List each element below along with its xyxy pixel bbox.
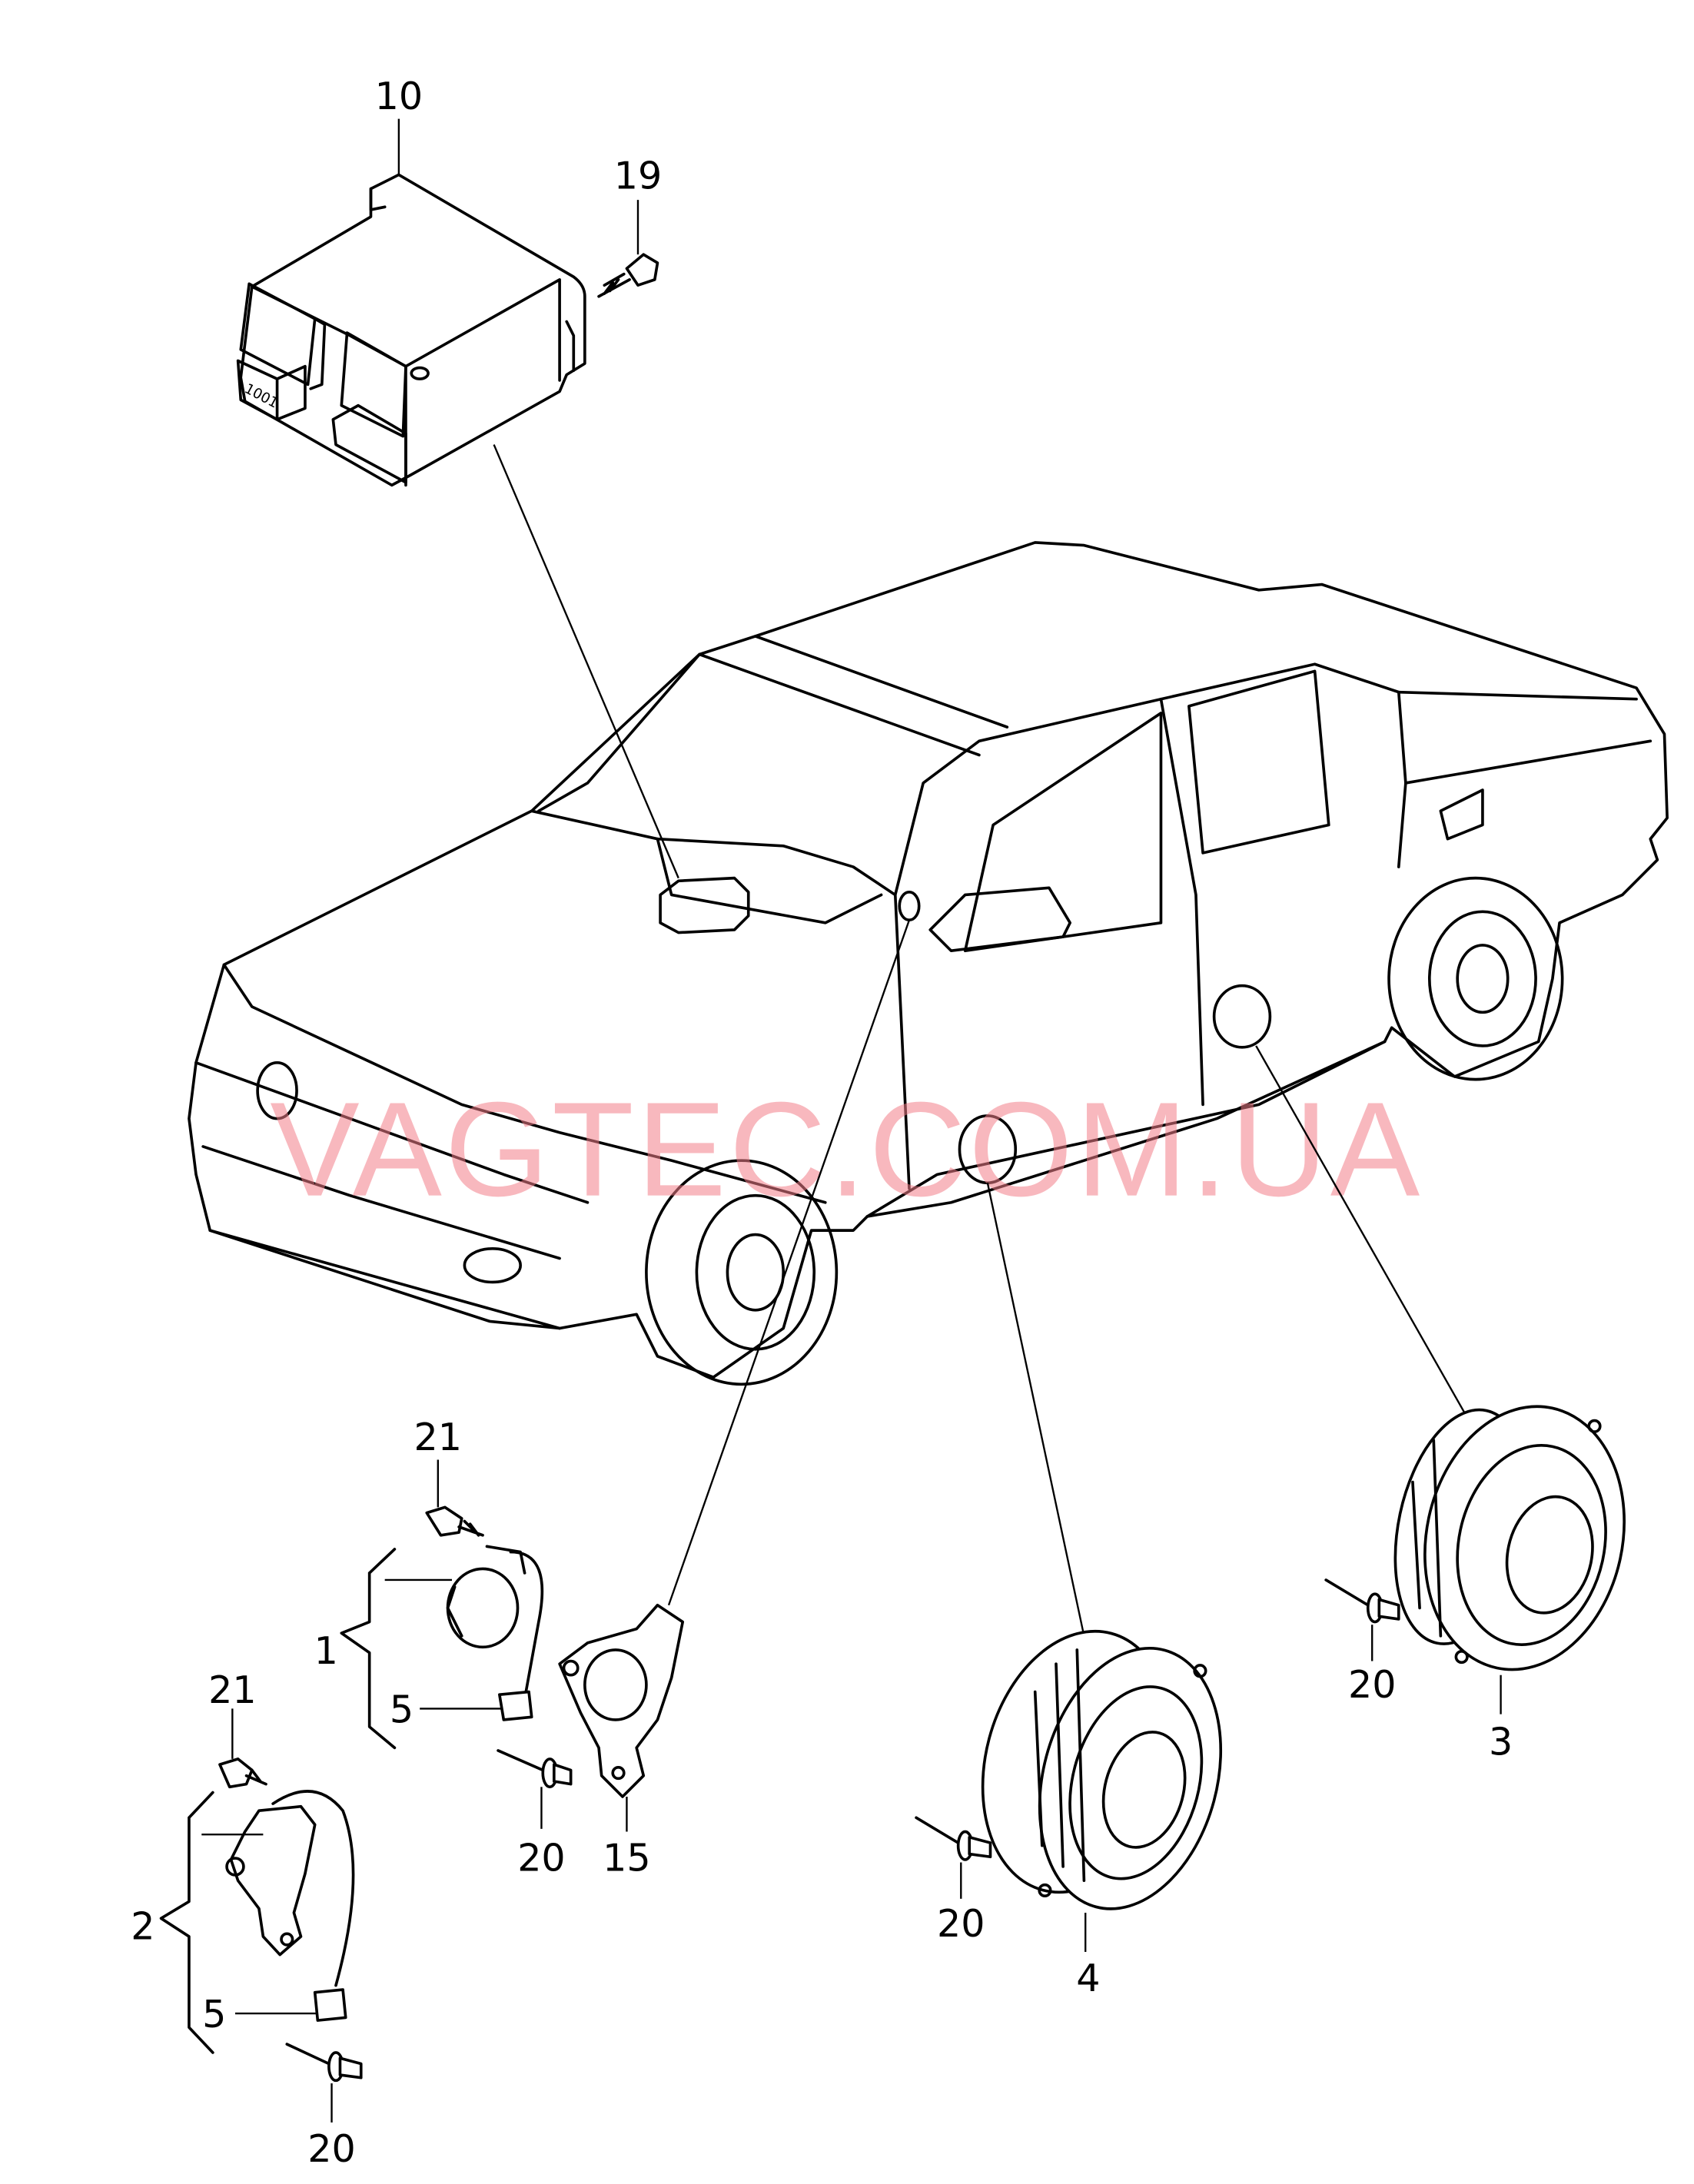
bracket-15-drawing[interactable]: [558, 1603, 685, 1832]
watermark: VAGTEC.COM.UA: [270, 1075, 1423, 1225]
callout-4[interactable]: 4: [1076, 1956, 1100, 2000]
callout-15[interactable]: 15: [603, 1835, 651, 1880]
callout-21-b[interactable]: 21: [208, 1668, 257, 1712]
callout-3[interactable]: 3: [1489, 1719, 1513, 1764]
callout-20-c[interactable]: 20: [937, 1901, 985, 1946]
sensor-1-drawing[interactable]: [340, 1459, 544, 1750]
callout-10[interactable]: 10: [375, 74, 423, 118]
callout-20-b[interactable]: 20: [307, 2126, 356, 2171]
sensor-2-drawing[interactable]: [159, 1708, 363, 2123]
control-unit-drawing[interactable]: 1001: [236, 173, 679, 879]
rivet-20-a-drawing[interactable]: [497, 1749, 573, 1829]
callout-2[interactable]: 2: [131, 1904, 154, 1949]
screw-19-drawing[interactable]: [597, 200, 659, 298]
callout-20-d[interactable]: 20: [1348, 1662, 1397, 1707]
callout-19[interactable]: 19: [614, 154, 663, 198]
leader-lines: [667, 919, 1467, 1637]
callout-1[interactable]: 1: [314, 1628, 338, 1673]
callout-21-a[interactable]: 21: [414, 1415, 462, 1459]
callout-20-a[interactable]: 20: [517, 1835, 565, 1880]
rear-door-sensor-3-drawing[interactable]: [1324, 1388, 1648, 1714]
front-door-sensor-4-drawing[interactable]: [915, 1610, 1248, 1952]
callout-5-a[interactable]: 5: [390, 1688, 414, 1732]
callout-5-b[interactable]: 5: [202, 1992, 226, 2036]
callout-labels: 10 19 21 1 5 21 2 5 20 15 20 20 4 20 3: [131, 74, 1513, 2171]
pickup-vehicle-drawing: [188, 541, 1669, 1386]
